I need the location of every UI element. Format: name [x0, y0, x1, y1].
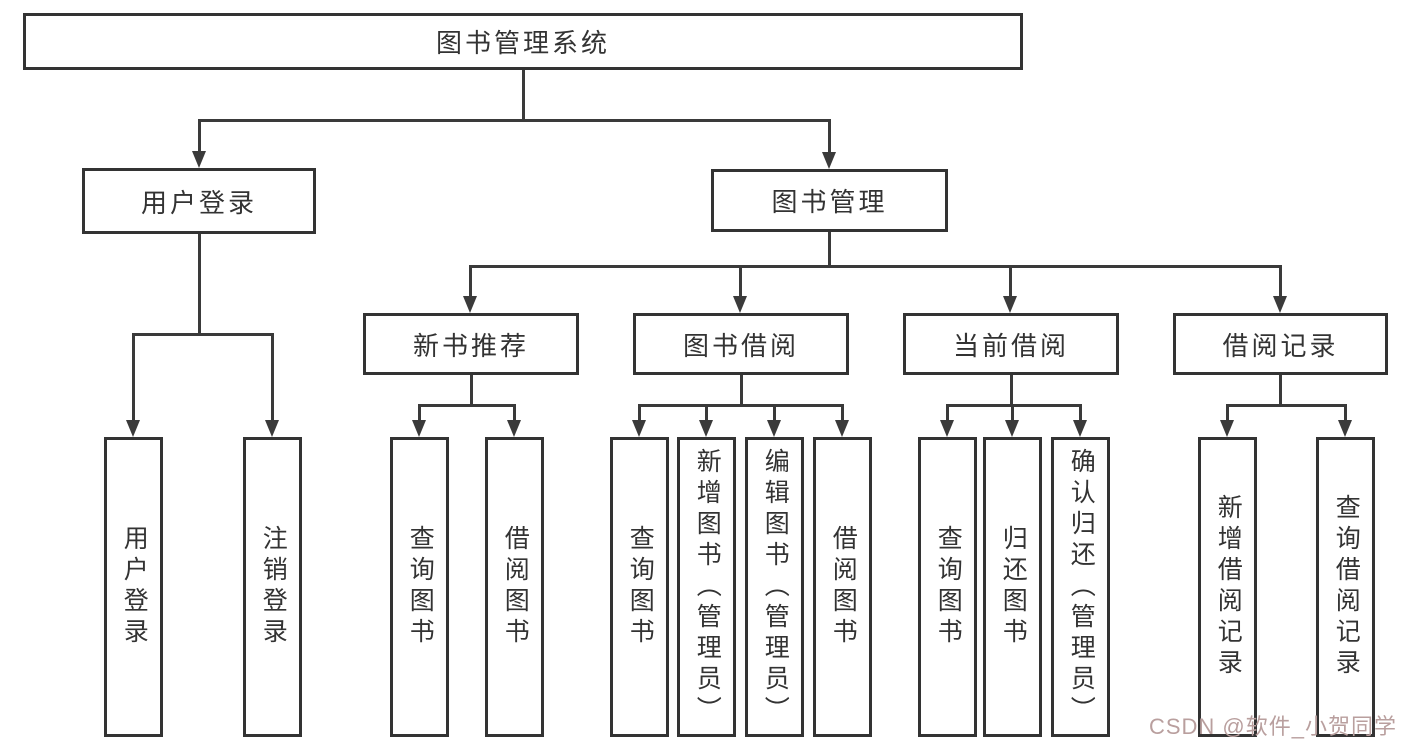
connector-hline	[1226, 404, 1347, 407]
node-login-label: 用户登录	[120, 525, 149, 649]
connector-vline	[513, 404, 516, 421]
node-add-books-admin: 新增图书（管理员）	[677, 437, 736, 737]
arrow-down-icon	[1220, 420, 1234, 437]
node-borrow-books-1-label: 借阅图书	[501, 525, 530, 649]
arrow-down-icon	[940, 420, 954, 437]
connector-vline	[132, 333, 135, 421]
node-user-login-label: 用户登录	[140, 187, 257, 218]
connector-vline	[1011, 404, 1014, 421]
connector-hline	[946, 404, 1082, 407]
connector-vline	[198, 234, 201, 336]
connector-vline	[1079, 404, 1082, 421]
node-current-borrowing: 当前借阅	[903, 313, 1119, 375]
node-new-book-recommend-label: 新书推荐	[412, 330, 529, 361]
connector-vline	[638, 404, 641, 421]
connector-hline	[198, 119, 831, 122]
arrow-down-icon	[632, 420, 646, 437]
connector-vline	[198, 119, 201, 153]
csdn-watermark: CSDN @软件_小贺同学	[1148, 714, 1397, 739]
connector-vline	[1010, 375, 1013, 407]
connector-vline	[1009, 265, 1012, 297]
arrow-down-icon	[835, 420, 849, 437]
connector-vline	[705, 404, 708, 421]
node-return-books-label: 归还图书	[999, 525, 1028, 649]
connector-vline	[773, 404, 776, 421]
connector-vline	[841, 404, 844, 421]
connector-vline	[740, 375, 743, 407]
arrow-down-icon	[1338, 420, 1352, 437]
node-root-label: 图书管理系统	[435, 28, 610, 58]
connector-vline	[828, 232, 831, 268]
node-add-borrow-record-label: 新增借阅记录	[1214, 494, 1243, 680]
node-query-borrow-record-label: 查询借阅记录	[1332, 494, 1361, 680]
node-user-login: 用户登录	[82, 168, 316, 234]
connector-hline	[418, 404, 516, 407]
node-confirm-return-admin: 确认归还（管理员）	[1051, 437, 1110, 737]
node-borrow-books-2: 借阅图书	[813, 437, 872, 737]
arrow-down-icon	[1005, 420, 1019, 437]
node-new-book-recommend: 新书推荐	[363, 313, 579, 375]
connector-vline	[418, 404, 421, 421]
node-book-management: 图书管理	[711, 169, 948, 232]
node-borrow-books-2-label: 借阅图书	[829, 525, 858, 649]
node-query-books-3: 查询图书	[918, 437, 977, 737]
node-borrowing-records: 借阅记录	[1173, 313, 1388, 375]
connector-vline	[470, 375, 473, 407]
arrow-down-icon	[192, 151, 206, 168]
arrow-down-icon	[767, 420, 781, 437]
node-login: 用户登录	[104, 437, 163, 737]
node-logout-label: 注销登录	[259, 525, 288, 649]
arrow-down-icon	[265, 420, 279, 437]
node-return-books: 归还图书	[983, 437, 1042, 737]
node-query-books-1: 查询图书	[390, 437, 449, 737]
node-query-books-2-label: 查询图书	[626, 525, 655, 649]
node-book-borrowing-label: 图书借阅	[682, 330, 799, 361]
connector-hline	[638, 404, 844, 407]
arrow-down-icon	[1273, 296, 1287, 313]
connector-vline	[1279, 265, 1282, 297]
node-logout: 注销登录	[243, 437, 302, 737]
node-confirm-return-admin-label: 确认归还（管理员）	[1067, 447, 1096, 727]
node-query-books-2: 查询图书	[610, 437, 669, 737]
arrow-down-icon	[126, 420, 140, 437]
connector-vline	[1226, 404, 1229, 421]
arrow-down-icon	[699, 420, 713, 437]
node-book-management-label: 图书管理	[771, 187, 888, 217]
node-book-borrowing: 图书借阅	[633, 313, 849, 375]
node-add-books-admin-label: 新增图书（管理员）	[693, 447, 722, 727]
connector-vline	[469, 265, 472, 297]
connector-vline	[739, 265, 742, 297]
node-query-books-1-label: 查询图书	[406, 525, 435, 649]
node-borrow-books-1: 借阅图书	[485, 437, 544, 737]
connector-vline	[946, 404, 949, 421]
node-query-books-3-label: 查询图书	[934, 525, 963, 649]
connector-vline	[1344, 404, 1347, 421]
connector-vline	[828, 119, 831, 153]
arrow-down-icon	[1003, 296, 1017, 313]
node-root: 图书管理系统	[23, 13, 1023, 70]
arrow-down-icon	[1073, 420, 1087, 437]
arrow-down-icon	[412, 420, 426, 437]
node-edit-books-admin: 编辑图书（管理员）	[745, 437, 804, 737]
arrow-down-icon	[463, 296, 477, 313]
connector-vline	[271, 333, 274, 421]
connector-vline	[522, 70, 525, 122]
connector-hline	[469, 265, 1282, 268]
arrow-down-icon	[733, 296, 747, 313]
arrow-down-icon	[822, 152, 836, 169]
connector-vline	[1279, 375, 1282, 407]
node-query-borrow-record: 查询借阅记录	[1316, 437, 1375, 737]
node-borrowing-records-label: 借阅记录	[1222, 330, 1339, 361]
node-add-borrow-record: 新增借阅记录	[1198, 437, 1257, 737]
node-current-borrowing-label: 当前借阅	[952, 330, 1069, 361]
node-edit-books-admin-label: 编辑图书（管理员）	[761, 447, 790, 727]
connector-hline	[132, 333, 274, 336]
arrow-down-icon	[507, 420, 521, 437]
